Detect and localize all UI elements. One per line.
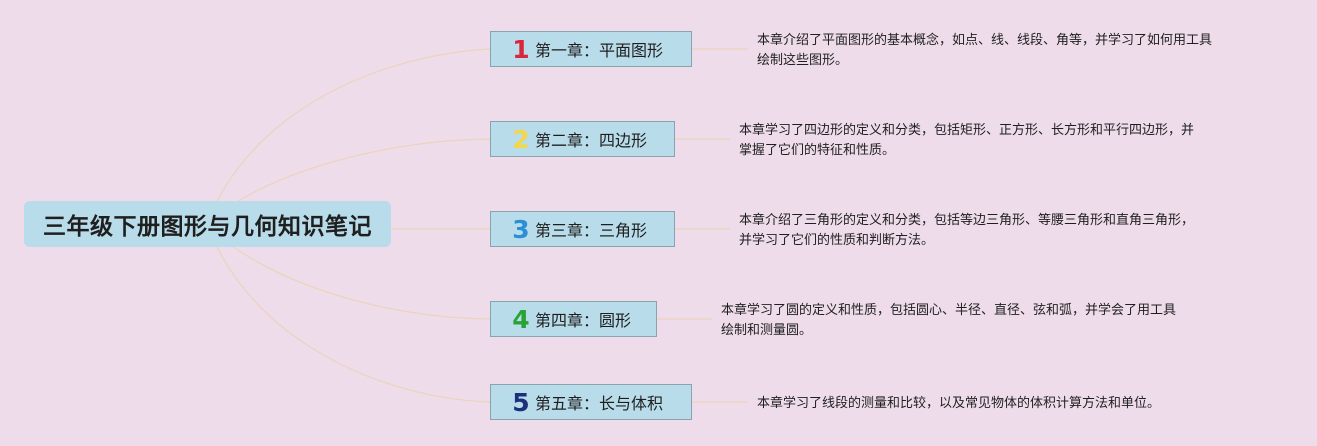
- chapter-description-4[interactable]: 本章学习了圆的定义和性质，包括圆心、半径、直径、弦和弧，并学会了用工具 绘制和测…: [721, 301, 1176, 341]
- chapter-node-5[interactable]: 5 第五章：长与体积: [490, 384, 692, 420]
- chapter-number-1: 1: [512, 34, 530, 64]
- chapter-node-2[interactable]: 2 第二章：四边形: [490, 121, 675, 157]
- description-line: 绘制这些图形。: [757, 53, 849, 68]
- chapter-node-4[interactable]: 4 第四章：圆形: [490, 301, 657, 337]
- chapter-description-5[interactable]: 本章学习了线段的测量和比较，以及常见物体的体积计算方法和单位。: [757, 394, 1160, 414]
- description-line: 本章学习了线段的测量和比较，以及常见物体的体积计算方法和单位。: [757, 396, 1161, 411]
- description-line: 掌握了它们的特征和性质。: [739, 143, 896, 158]
- chapter-description-1[interactable]: 本章介绍了平面图形的基本概念，如点、线、线段、角等，并学习了如何用工具 绘制这些…: [757, 31, 1212, 71]
- chapter-description-3[interactable]: 本章介绍了三角形的定义和分类，包括等边三角形、等腰三角形和直角三角形， 并学习了…: [739, 211, 1194, 251]
- chapter-number-2: 2: [512, 124, 530, 154]
- connector-root-ch5: [206, 223, 491, 403]
- root-title: 三年级下册图形与几何知识笔记: [43, 214, 372, 240]
- chapter-number-3: 3: [512, 214, 530, 244]
- chapter-title-4: 第四章：圆形: [535, 311, 632, 330]
- root-node[interactable]: 三年级下册图形与几何知识笔记: [24, 201, 391, 247]
- description-line: 本章学习了圆的定义和性质，包括圆心、半径、直径、弦和弧，并学会了用工具: [721, 303, 1177, 318]
- chapter-description-2[interactable]: 本章学习了四边形的定义和分类，包括矩形、正方形、长方形和平行四边形，并 掌握了它…: [739, 121, 1194, 161]
- description-line: 本章学习了四边形的定义和分类，包括矩形、正方形、长方形和平行四边形，并: [739, 123, 1195, 138]
- chapter-node-3[interactable]: 3 第三章：三角形: [490, 211, 675, 247]
- chapter-title-3: 第三章：三角形: [535, 221, 648, 240]
- chapter-title-5: 第五章：长与体积: [535, 394, 664, 413]
- chapter-number-5: 5: [512, 387, 530, 417]
- description-line: 本章介绍了平面图形的基本概念，如点、线、线段、角等，并学习了如何用工具: [757, 33, 1213, 48]
- chapter-number-4: 4: [512, 304, 530, 334]
- description-line: 绘制和测量圆。: [721, 323, 813, 338]
- chapter-title-1: 第一章：平面图形: [535, 41, 664, 60]
- connector-root-ch1: [206, 48, 491, 225]
- chapter-node-1[interactable]: 1 第一章：平面图形: [490, 31, 692, 67]
- description-line: 并学习了它们的性质和判断方法。: [739, 233, 935, 248]
- chapter-title-2: 第二章：四边形: [535, 131, 648, 150]
- description-line: 本章介绍了三角形的定义和分类，包括等边三角形、等腰三角形和直角三角形，: [739, 213, 1195, 228]
